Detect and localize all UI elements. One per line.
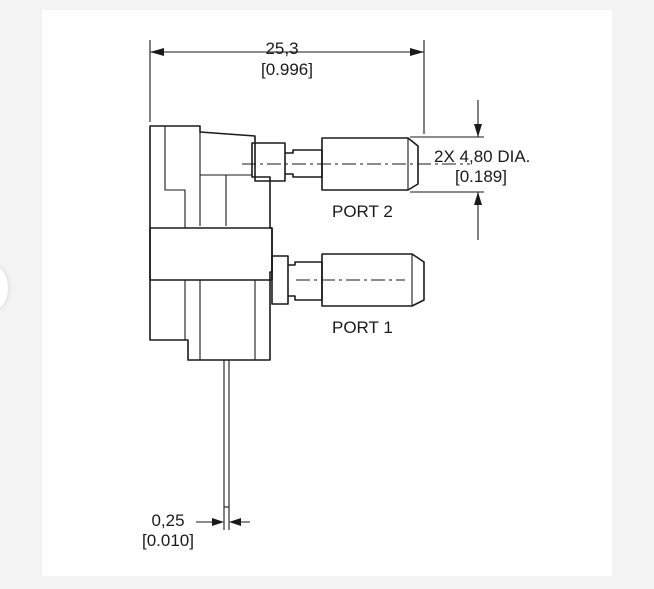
port1-base [271, 255, 289, 305]
diameter-dimension: 2X 4,80 DIA. [0.189] [410, 100, 530, 240]
port2-tube [242, 137, 470, 191]
housing-inner-step [164, 126, 186, 228]
housing-band [149, 227, 273, 281]
lead-width-dimension: 0,25 [0.010] [142, 507, 250, 550]
length-arrow-left [150, 48, 164, 56]
diameter-imperial-label: [0.189] [455, 167, 507, 186]
lead-width-arrow-right [229, 518, 241, 526]
sensor-housing [149, 125, 273, 361]
lead-wire [223, 360, 230, 508]
lead-width-arrow-left [212, 518, 224, 526]
port2-label: PORT 2 [332, 202, 393, 221]
port1-label: PORT 1 [332, 318, 393, 337]
lead-width-metric-label: 0,25 [151, 511, 184, 530]
side-panel-handle[interactable] [0, 268, 8, 308]
drawing-paper [42, 10, 612, 576]
diameter-metric-label: 2X 4,80 DIA. [434, 147, 530, 166]
diameter-arrow-top [474, 124, 482, 137]
port1-tube [271, 253, 425, 307]
length-arrow-right [410, 48, 424, 56]
length-imperial-label: [0.996] [261, 60, 313, 79]
lead-width-imperial-label: [0.010] [142, 531, 194, 550]
diameter-arrow-bottom [474, 192, 482, 205]
port2-base [254, 142, 286, 182]
length-metric-label: 25,3 [265, 39, 298, 58]
length-dimension: 25,3 [0.996] [149, 39, 425, 134]
